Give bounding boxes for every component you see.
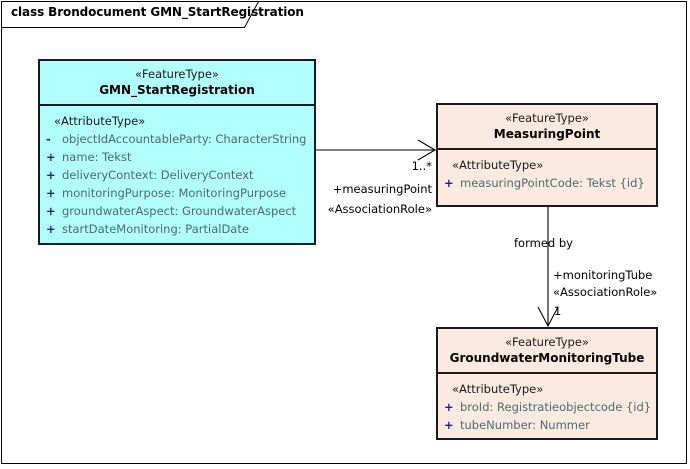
class-box-measuringpoint[interactable]: «FeatureType» MeasuringPoint «AttributeT… (436, 103, 658, 207)
attribute-visibility: + (46, 222, 56, 236)
class-stereotype: «FeatureType» (505, 335, 589, 349)
association-monitoring-tube-multiplicity: 1 (554, 304, 562, 318)
association-measuring-point-multiplicity: 1..* (411, 159, 432, 173)
attribute-row: + broId: Registratieobjectcode {id} (438, 398, 656, 416)
attribute-visibility: + (46, 186, 56, 200)
attribute-row: + groundwaterAspect: GroundwaterAspect (40, 202, 314, 220)
association-measuring-point-role: +measuringPoint (332, 182, 432, 196)
class-attribute-compartment: «AttributeType» + broId: Registratieobje… (438, 374, 656, 440)
class-header: «FeatureType» GMN_StartRegistration (40, 61, 314, 106)
association-measuring-point-stereotype: «AssociationRole» (327, 202, 432, 216)
attribute-visibility: + (46, 168, 56, 182)
attribute-row: + monitoringPurpose: MonitoringPurpose (40, 184, 314, 202)
class-header: «FeatureType» GroundwaterMonitoringTube (438, 329, 656, 374)
association-monitoring-tube-role: +monitoringTube (553, 268, 653, 282)
association-measuring-point (316, 139, 437, 161)
attribute-visibility: + (46, 204, 56, 218)
attribute-stereotype: «AttributeType» (54, 114, 146, 128)
association-monitoring-tube-name: formed by (514, 236, 573, 250)
class-attribute-compartment: «AttributeType» + measuringPointCode: Te… (438, 150, 656, 198)
class-stereotype: «FeatureType» (135, 67, 219, 81)
attribute-row: - objectIdAccountableParty: CharacterStr… (40, 130, 314, 148)
attribute-row: + deliveryContext: DeliveryContext (40, 166, 314, 184)
class-name: MeasuringPoint (493, 127, 601, 141)
attribute-visibility: + (46, 150, 56, 164)
attribute-stereotype: «AttributeType» (452, 158, 544, 172)
attribute-stereotype: «AttributeType» (452, 382, 544, 396)
attribute-text: groundwaterAspect: GroundwaterAspect (62, 204, 297, 218)
class-attribute-compartment: «AttributeType» - objectIdAccountablePar… (40, 106, 314, 244)
attribute-text: monitoringPurpose: MonitoringPurpose (62, 186, 287, 200)
attribute-visibility: + (444, 176, 454, 190)
class-box-gmn-startregistration[interactable]: «FeatureType» GMN_StartRegistration «Att… (38, 59, 316, 245)
attribute-text: startDateMonitoring: PartialDate (62, 222, 249, 236)
attribute-visibility: + (444, 418, 454, 432)
attribute-visibility: - (46, 132, 51, 146)
attribute-text: name: Tekst (62, 150, 132, 164)
class-stereotype: «FeatureType» (505, 111, 589, 125)
association-monitoring-tube-stereotype: «AssociationRole» (553, 285, 658, 299)
attribute-text: tubeNumber: Nummer (460, 418, 590, 432)
diagram-title: class Brondocument GMN_StartRegistration (11, 5, 304, 19)
attribute-row: + measuringPointCode: Tekst {id} (438, 174, 656, 192)
attribute-text: measuringPointCode: Tekst {id} (460, 176, 645, 190)
class-header: «FeatureType» MeasuringPoint (438, 105, 656, 150)
attribute-row: + name: Tekst (40, 148, 314, 166)
class-name: GroundwaterMonitoringTube (449, 351, 645, 365)
class-name: GMN_StartRegistration (99, 83, 255, 97)
attribute-visibility: + (444, 400, 454, 414)
attribute-text: broId: Registratieobjectcode {id} (460, 400, 652, 414)
attribute-row: + tubeNumber: Nummer (438, 416, 656, 434)
diagram-title-tab: class Brondocument GMN_StartRegistration (1, 1, 304, 28)
class-box-groundwatermonitoringtube[interactable]: «FeatureType» GroundwaterMonitoringTube … (436, 327, 658, 440)
diagram-tab-shape (1, 1, 260, 28)
attribute-text: deliveryContext: DeliveryContext (62, 168, 254, 182)
attribute-text: objectIdAccountableParty: CharacterStrin… (62, 132, 307, 146)
attribute-row: + startDateMonitoring: PartialDate (40, 220, 314, 238)
